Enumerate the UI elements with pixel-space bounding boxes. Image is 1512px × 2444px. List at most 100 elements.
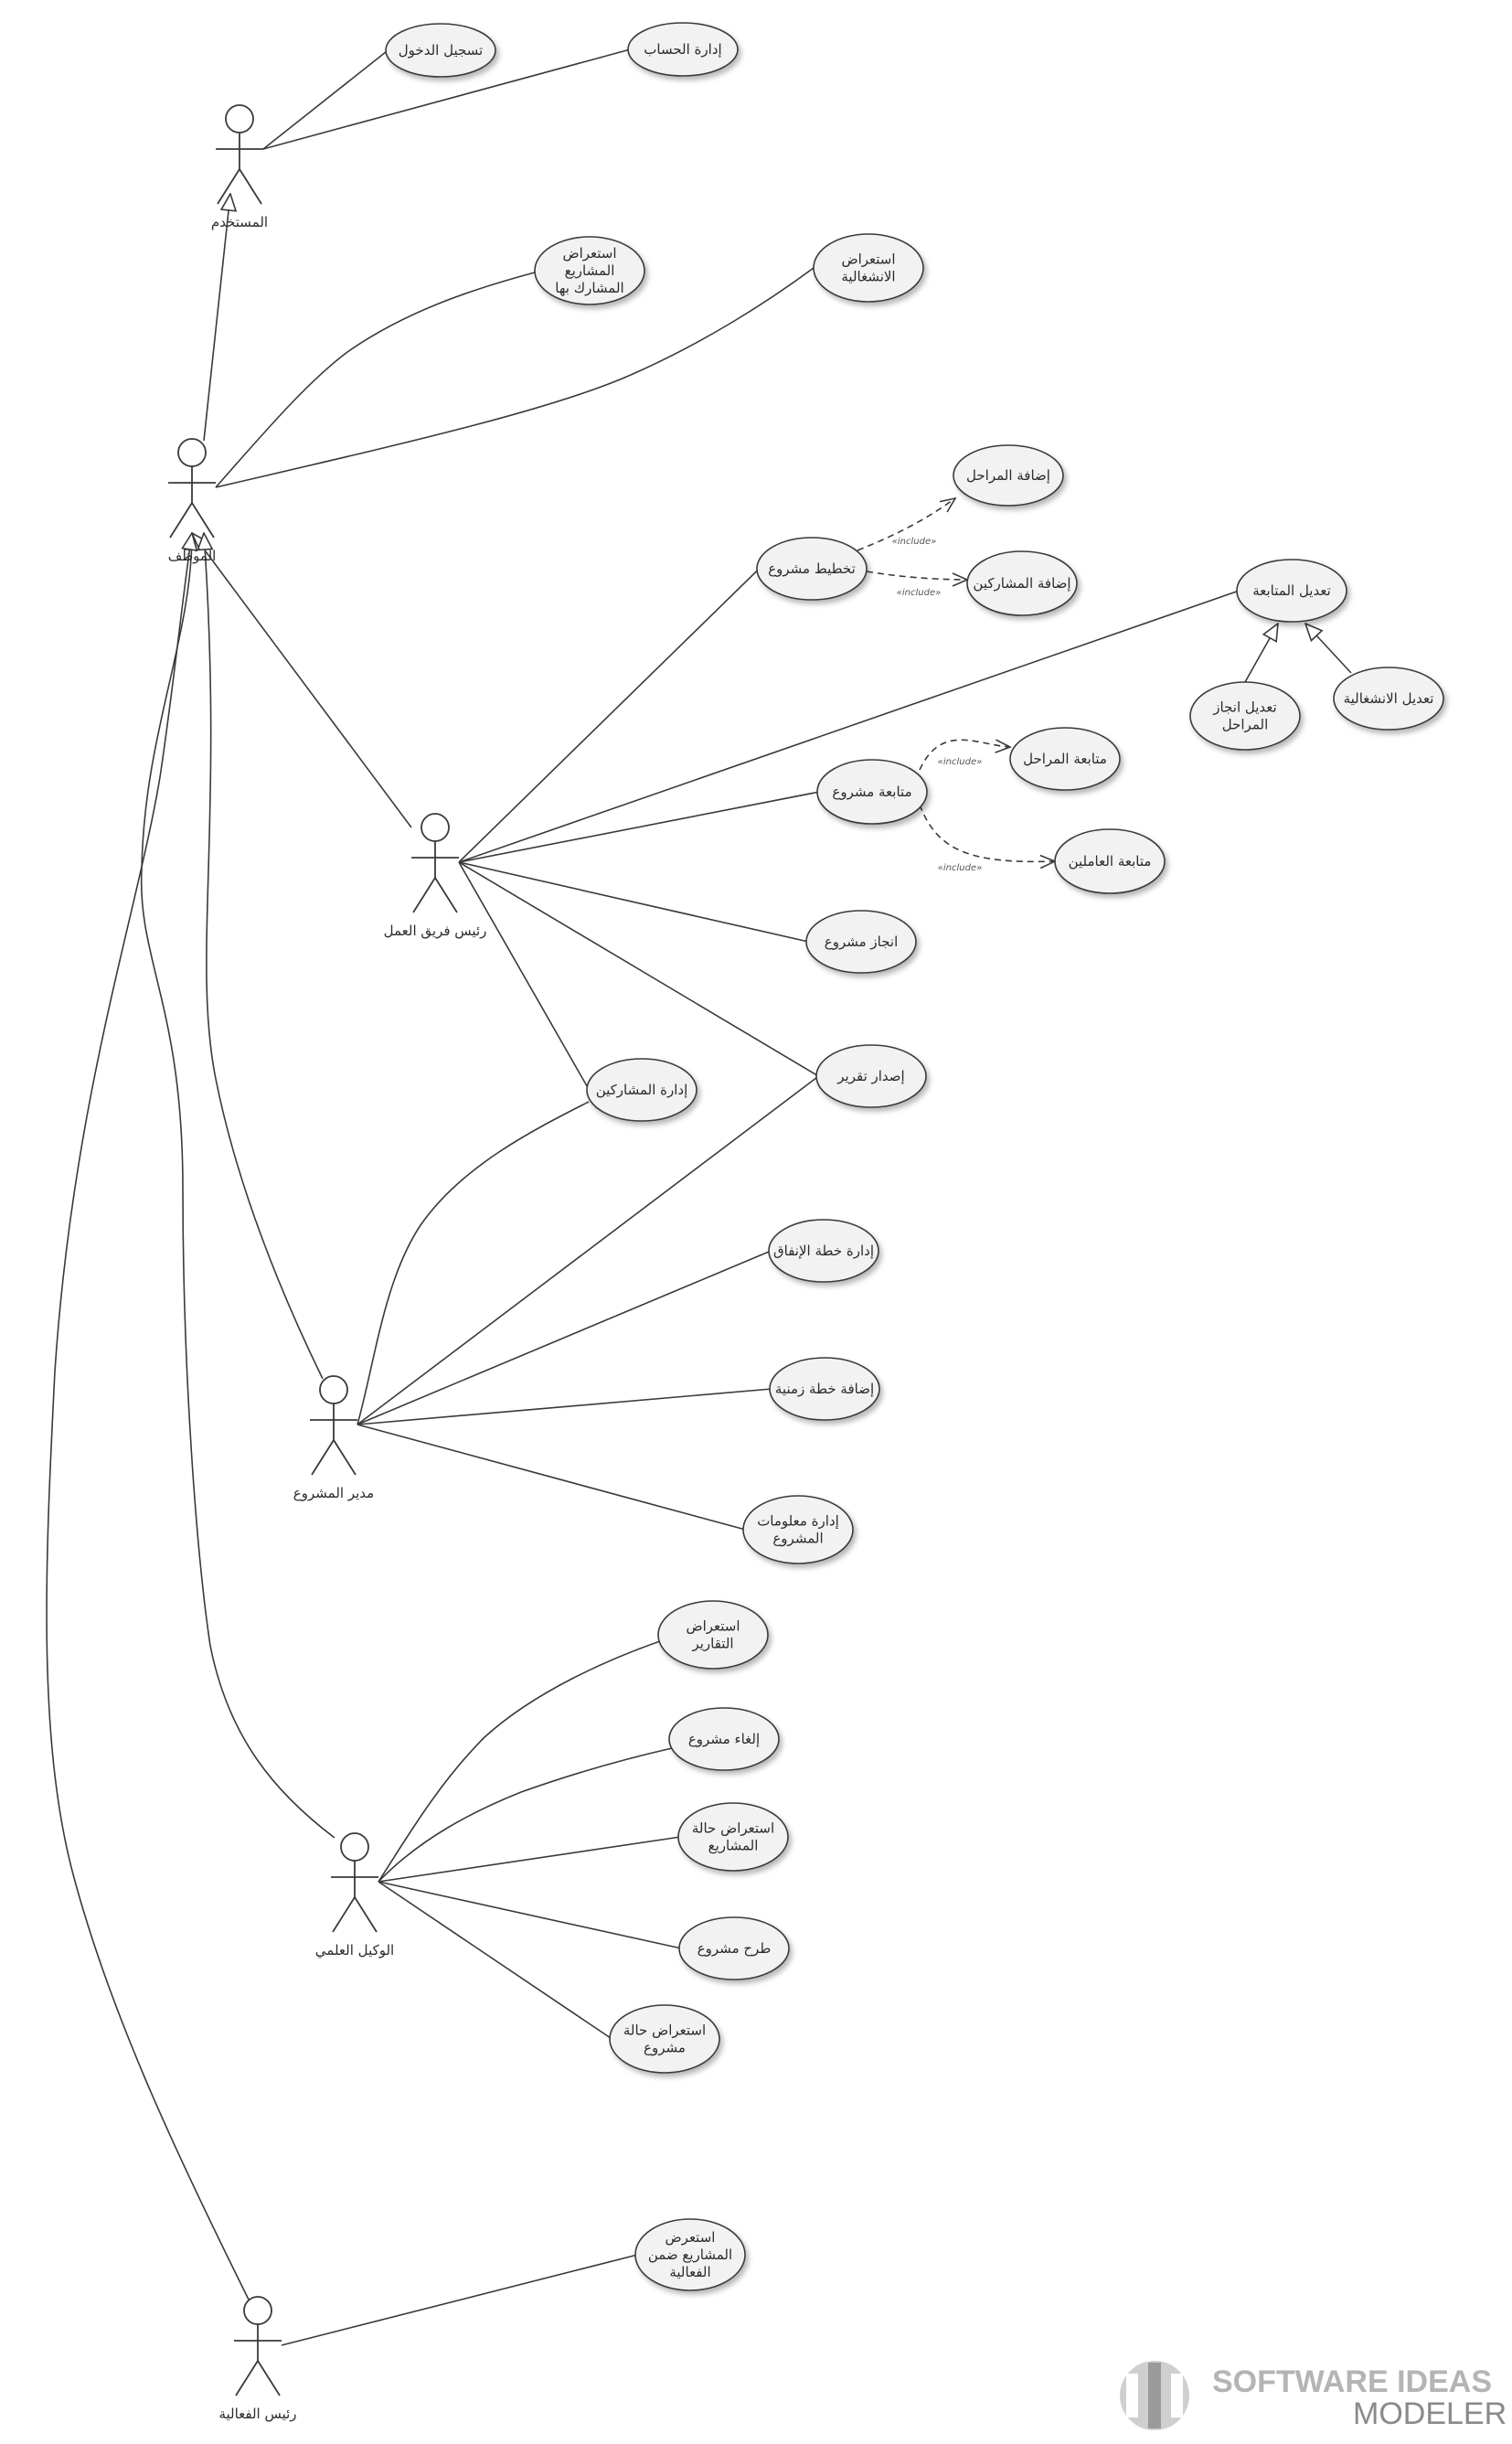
actors: المستخدم الموظف رئيس فريق العمل مدير المشرو… xyxy=(168,104,487,2422)
association-line xyxy=(357,1424,746,1531)
use-case-label: متابعة المراحل xyxy=(1023,751,1107,767)
association-line xyxy=(378,1640,661,1883)
software-ideas-watermark: SOFTWARE IDEAS MODELER xyxy=(1120,2361,1507,2431)
watermark-line2: MODELER xyxy=(1353,2396,1507,2431)
include-stereotype: «include» xyxy=(892,537,937,547)
actor-team-leader[interactable]: رئيس فريق العمل xyxy=(384,813,487,939)
use-case-label: إضافة المشاركين xyxy=(973,575,1070,592)
association-line xyxy=(458,861,591,1091)
include-stereotype: «include» xyxy=(897,588,942,598)
include-line xyxy=(857,496,957,551)
use-case-manage-spending[interactable]: إدارة خطة الإنفاق xyxy=(768,1219,879,1283)
include-stereotype: «include» xyxy=(938,757,983,767)
use-case-label: متابعة العاملين xyxy=(1069,853,1152,870)
use-case-ellipse xyxy=(627,22,739,77)
use-case-plan-project[interactable]: تخطيط مشروع xyxy=(756,537,868,601)
include-line xyxy=(866,571,969,587)
use-case-ellipse xyxy=(586,1058,697,1122)
actor-stick-figure-icon xyxy=(234,2296,282,2396)
association-line xyxy=(458,861,809,943)
actor-user[interactable]: المستخدم xyxy=(211,104,268,230)
include-stereotype: «include» xyxy=(938,863,983,873)
use-case-manage-participants[interactable]: إدارة المشاركين xyxy=(586,1058,697,1122)
generalization-line xyxy=(203,194,230,442)
use-case-follow-workers[interactable]: متابعة العاملين xyxy=(1054,828,1166,894)
use-case-ellipse xyxy=(966,550,1078,616)
use-case-propose-project[interactable]: طرح مشروع xyxy=(678,1916,790,1980)
use-case-ellipse xyxy=(534,236,645,305)
use-case-ellipse xyxy=(1054,828,1166,894)
use-case-label: إدارة المشاركين xyxy=(596,1082,688,1098)
use-case-follow-project[interactable]: متابعة مشروع xyxy=(816,759,928,825)
association-line xyxy=(357,1388,772,1425)
use-case-label: متابعة مشروع xyxy=(832,784,911,800)
use-case-complete-project[interactable]: انجاز مشروع xyxy=(805,910,917,974)
generalization-line xyxy=(204,533,324,1380)
use-case-label: تخطيط مشروع xyxy=(768,560,856,577)
use-case-issue-report[interactable]: إصدار تقرير xyxy=(815,1044,927,1108)
use-case-ellipse xyxy=(385,23,496,78)
use-case-ellipse xyxy=(634,2218,746,2291)
actor-activity-head[interactable]: رئيس الفعالية xyxy=(218,2296,297,2422)
actor-scientific-agent[interactable]: الوكيل العلمي xyxy=(315,1832,394,1959)
use-case-cancel-project[interactable]: إلغاء مشروع xyxy=(668,1707,780,1771)
use-case-label: إصدار تقرير xyxy=(836,1068,904,1084)
use-case-ellipse xyxy=(1236,559,1347,623)
association-line xyxy=(262,49,389,150)
use-case-add-timeline[interactable]: إضافة خطة زمنية xyxy=(769,1357,880,1421)
use-case-add-participants[interactable]: إضافة المشاركين xyxy=(966,550,1078,616)
actor-label: رئيس الفعالية xyxy=(218,2406,296,2422)
use-case-follow-phases[interactable]: متابعة المراحل xyxy=(1009,727,1121,791)
actor-project-manager[interactable]: مدير المشروع xyxy=(293,1375,374,1501)
use-case-ellipse xyxy=(813,233,924,303)
actor-stick-figure-icon xyxy=(216,104,263,205)
association-line xyxy=(378,1747,673,1883)
use-case-ellipse xyxy=(815,1044,927,1108)
generalization-line xyxy=(192,533,412,828)
actor-label: المستخدم xyxy=(211,214,268,230)
association-line xyxy=(215,272,536,488)
include-line xyxy=(919,739,1012,771)
watermark-line1: SOFTWARE IDEAS xyxy=(1212,2364,1492,2399)
use-case-ellipse xyxy=(609,2004,720,2074)
actor-stick-figure-icon xyxy=(168,438,216,539)
association-line xyxy=(357,1250,772,1425)
use-case-label: تسجيل الدخول xyxy=(399,42,483,59)
association-line xyxy=(458,568,760,863)
use-case-ellipse xyxy=(768,1219,879,1283)
use-case-ellipse xyxy=(816,759,928,825)
use-case-edit-followup[interactable]: تعديل المتابعة xyxy=(1236,559,1347,623)
include-line xyxy=(919,804,1057,870)
actor-stick-figure-icon xyxy=(310,1375,357,1476)
actor-stick-figure-icon xyxy=(411,813,459,913)
actor-employee[interactable]: الموظف xyxy=(168,438,217,564)
association-line xyxy=(378,1881,682,1949)
use-case-label: إضافة المراحل xyxy=(966,467,1050,484)
use-case-manage-account[interactable]: إدارة الحساب xyxy=(627,22,739,77)
association-line xyxy=(378,1881,612,2040)
use-case-ellipse xyxy=(678,1916,790,1980)
use-case-edit-operational[interactable]: تعديل الانشغالية xyxy=(1333,667,1444,731)
association-line xyxy=(458,861,819,1077)
use-case-label: إلغاء مشروع xyxy=(688,1731,760,1747)
use-case-ellipse xyxy=(657,1600,769,1670)
use-case-ellipse xyxy=(769,1357,880,1421)
association-line xyxy=(357,1075,819,1425)
use-case-add-phases[interactable]: إضافة المراحل xyxy=(953,444,1064,507)
use-case-login[interactable]: تسجيل الدخول xyxy=(385,23,496,78)
association-line xyxy=(357,1101,590,1425)
modeler-logo-icon xyxy=(1120,2361,1189,2430)
